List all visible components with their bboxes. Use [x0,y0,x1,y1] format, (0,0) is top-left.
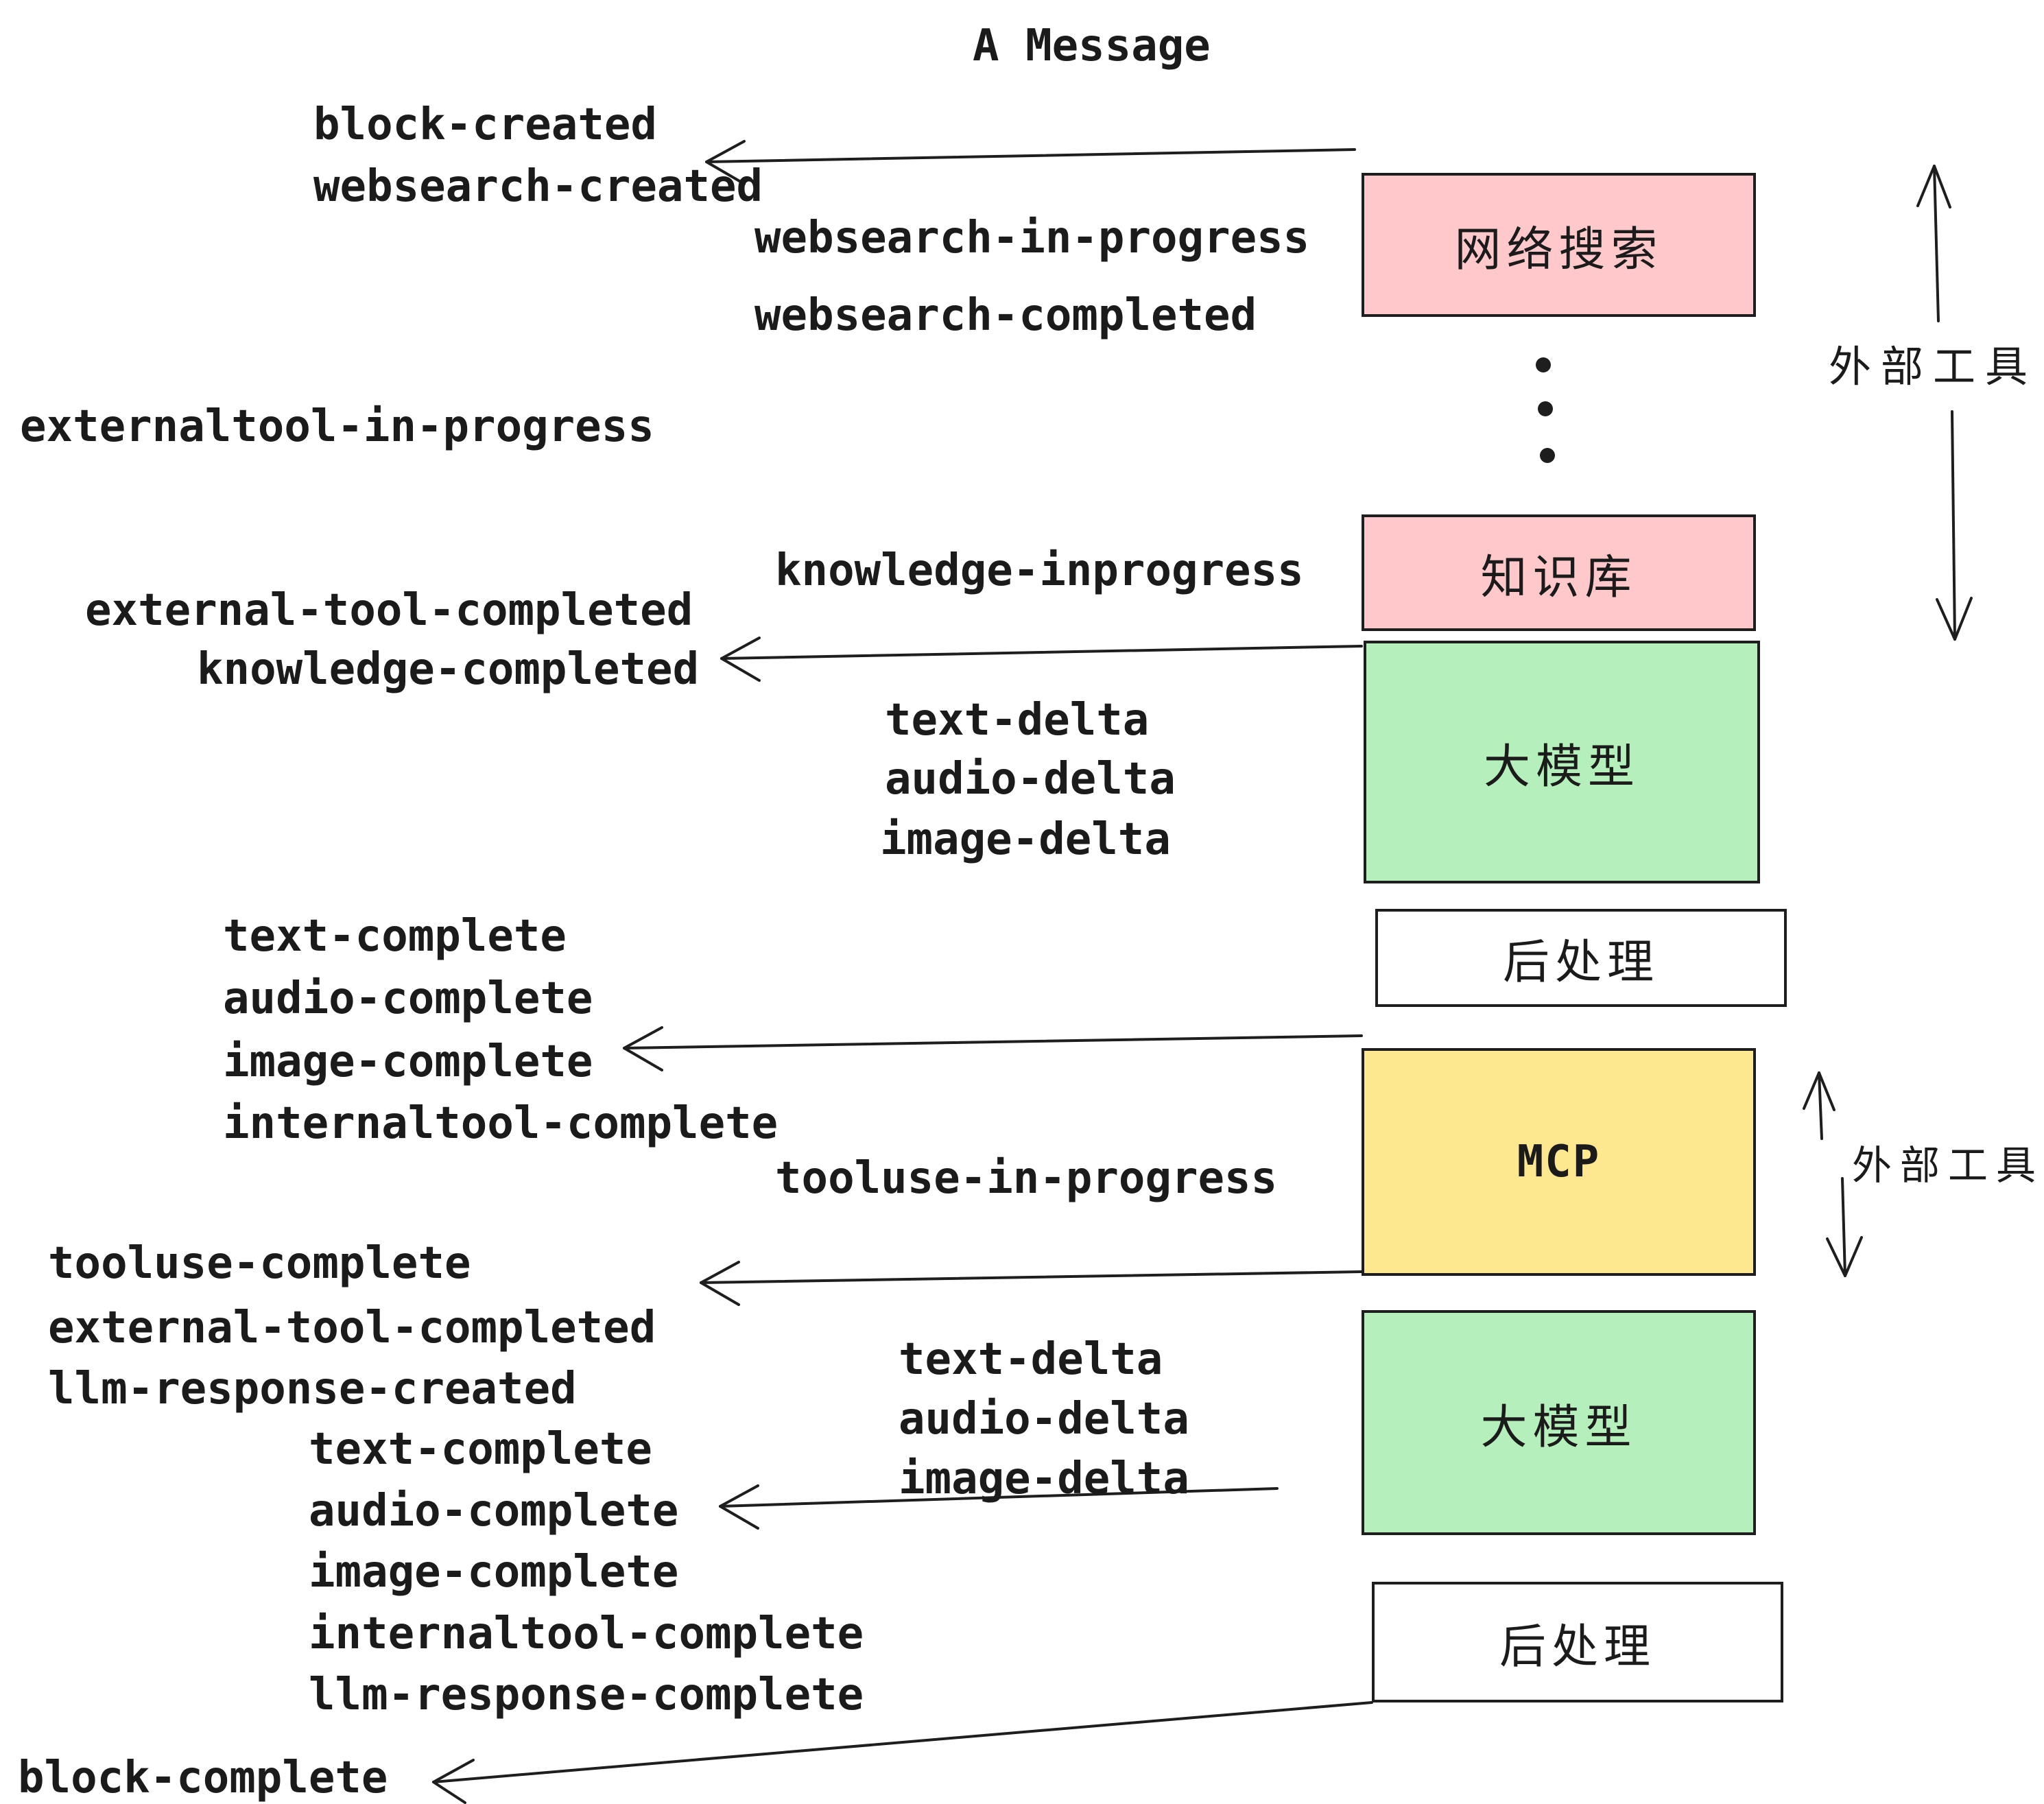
event-knowledge-completed: knowledge-completed [197,644,700,695]
external-tools-label-top: 外部工具 [1829,342,2038,392]
external-tools-label-mid: 外部工具 [1852,1142,2044,1189]
diagram-title: A Message [973,21,1211,71]
event-internaltool-complete-2: internaltool-complete [309,1609,864,1659]
up-arrow-icon [1803,1071,1835,1140]
event-block-complete: block-complete [18,1753,388,1803]
event-external-tool-completed-2: external-tool-completed [48,1303,656,1353]
box-post-process-1-label: 后处理 [1502,936,1659,990]
down-arrow-icon [1936,410,1973,641]
event-tooluse-in-progress: tooluse-in-progress [775,1153,1278,1204]
arrow-to-block-complete-icon [432,1701,1373,1804]
event-llm-response-created: llm-response-created [48,1364,577,1414]
event-image-complete: image-complete [223,1036,593,1087]
box-mcp: MCP [1362,1048,1756,1276]
event-image-complete-2: image-complete [309,1547,679,1598]
box-post-process-2: 后处理 [1372,1582,1783,1702]
event-block-created: block-created [313,99,657,150]
event-tooluse-complete: tooluse-complete [48,1238,471,1289]
event-llm-response-complete: llm-response-complete [309,1670,864,1720]
event-knowledge-inprogress: knowledge-inprogress [775,545,1304,596]
event-text-complete-2: text-complete [309,1424,652,1475]
box-post-process-1: 后处理 [1375,909,1787,1007]
box-knowledge-label: 知识库 [1480,550,1637,605]
ellipsis-dots-icon [1536,357,1555,463]
event-audio-complete-2: audio-complete [309,1486,679,1536]
box-llm-1-label: 大模型 [1483,739,1640,794]
box-post-process-2-label: 后处理 [1499,1619,1656,1674]
arrow-to-websearch-created-icon [705,140,1356,185]
event-websearch-in-progress: websearch-in-progress [754,213,1310,263]
event-audio-complete: audio-complete [223,973,593,1024]
box-knowledge: 知识库 [1362,514,1756,631]
event-websearch-created: websearch-created [313,161,763,212]
event-image-delta: image-delta [880,814,1171,865]
box-mcp-label: MCP [1517,1137,1601,1187]
down-arrow-icon [1826,1177,1863,1277]
event-external-tool-completed: external-tool-completed [85,585,693,636]
event-internaltool-complete: internaltool-complete [223,1098,779,1149]
event-text-delta: text-delta [885,695,1150,746]
box-llm-2-label: 大模型 [1480,1400,1637,1455]
box-llm-1: 大模型 [1364,641,1760,883]
event-externaltool-in-progress: externaltool-in-progress [20,401,654,452]
event-audio-delta: audio-delta [885,754,1176,805]
arrow-to-external-tool-completed-icon [700,1261,1363,1306]
box-websearch-label: 网络搜索 [1454,222,1663,277]
up-arrow-icon [1916,165,1951,322]
event-audio-delta-2: audio-delta [899,1394,1189,1445]
event-websearch-completed: websearch-completed [754,290,1257,341]
event-text-complete: text-complete [223,911,567,962]
arrow-to-knowledge-completed-icon [720,637,1363,682]
box-websearch: 网络搜索 [1362,173,1756,317]
box-llm-2: 大模型 [1362,1310,1756,1535]
arrow-to-audio-complete-icon [719,1484,1279,1530]
arrow-to-image-complete-icon [623,1026,1363,1071]
event-image-delta-2: image-delta [899,1453,1189,1504]
event-text-delta-2: text-delta [899,1334,1163,1385]
